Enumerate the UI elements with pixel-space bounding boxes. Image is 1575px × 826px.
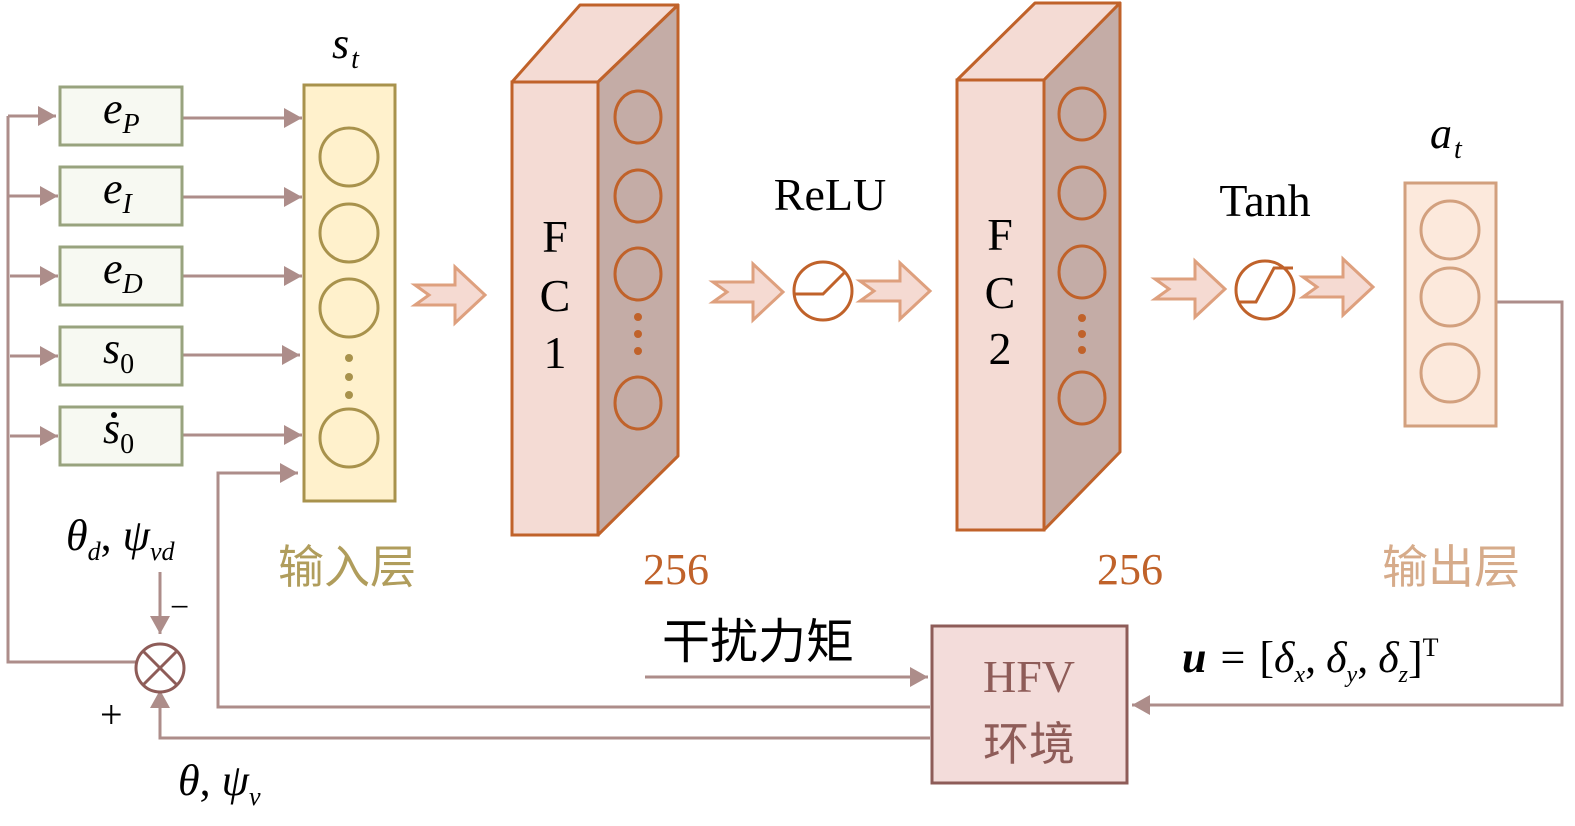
relu-to-fc2-arrow xyxy=(855,259,933,323)
fc1-layer xyxy=(510,3,680,537)
input-box-label: eD xyxy=(103,244,143,300)
input-to-fc1-arrow xyxy=(410,263,488,327)
fc1-label-1: 1 xyxy=(544,327,567,378)
left-bus-line xyxy=(6,116,140,664)
disturbance-label: 干扰力矩 xyxy=(662,614,854,670)
minus-sign: − xyxy=(170,589,189,626)
summing-junction xyxy=(134,642,186,694)
input-box-label: eP xyxy=(103,84,140,140)
input-box: s0 xyxy=(58,404,184,467)
env-actual-line xyxy=(150,690,930,740)
fc2-neuron xyxy=(1057,244,1107,300)
input-neuron xyxy=(318,407,380,469)
input-neuron xyxy=(318,126,380,188)
input-box: eI xyxy=(58,164,184,227)
fc2-to-tanh-arrow xyxy=(1150,257,1228,321)
ellipsis-dot xyxy=(634,313,642,321)
fc2-label-2: 2 xyxy=(989,323,1012,374)
input-neuron xyxy=(318,277,380,339)
ellipsis-dot xyxy=(1078,346,1086,354)
input-layer xyxy=(302,83,397,503)
ellipsis-dot xyxy=(634,330,642,338)
fc1-label-f: F xyxy=(542,211,568,262)
tanh-icon xyxy=(1234,259,1296,321)
output-layer xyxy=(1403,181,1498,428)
tanh-to-output-arrow xyxy=(1298,255,1376,319)
ellipsis-dot xyxy=(345,391,353,399)
derivative-dot xyxy=(111,412,117,418)
output-neuron xyxy=(1419,199,1481,261)
fc1-neuron xyxy=(613,375,663,431)
block-arrows xyxy=(410,255,1376,327)
fc2-neuron xyxy=(1057,370,1107,426)
state-label: st xyxy=(332,19,360,75)
ellipsis-dot xyxy=(634,347,642,355)
fc2-units: 256 xyxy=(1097,545,1163,594)
hfv-environment-block xyxy=(930,624,1129,785)
fc2-label-c: C xyxy=(985,267,1016,318)
ellipsis-dot xyxy=(1078,330,1086,338)
fc1-neuron xyxy=(613,168,663,224)
plus-sign: + xyxy=(100,692,123,737)
fc1-neuron xyxy=(613,89,663,145)
fc1-neuron xyxy=(613,246,663,302)
fc1-units: 256 xyxy=(643,545,709,594)
output-neuron xyxy=(1419,342,1481,404)
output-to-env-line xyxy=(1132,300,1564,715)
input-box-label: eI xyxy=(103,164,134,220)
input-box: eD xyxy=(58,244,184,307)
fc2-neuron xyxy=(1057,165,1107,221)
input-box-label: s0 xyxy=(103,324,134,380)
relu-icon xyxy=(792,260,854,322)
env-label: 环境 xyxy=(983,717,1075,771)
output-neuron xyxy=(1419,266,1481,328)
feedback-lines xyxy=(6,106,1564,740)
hfv-label: HFV xyxy=(983,651,1075,702)
desired-angle-label: θd, ψvd xyxy=(66,511,175,566)
relu-label: ReLU xyxy=(774,169,886,220)
fc2-layer xyxy=(955,1,1122,532)
input-layer-label: 输入层 xyxy=(278,540,416,594)
output-layer-label: 输出层 xyxy=(1382,540,1520,594)
input-box: eP xyxy=(58,84,184,147)
input-boxes: eP eI eD s0 s0 xyxy=(58,84,184,467)
fc2-label-f: F xyxy=(987,209,1013,260)
ellipsis-dot xyxy=(345,373,353,381)
input-neuron xyxy=(318,202,380,264)
fc1-label-c: C xyxy=(540,270,571,321)
fc2-neuron xyxy=(1057,86,1107,142)
env-state-line xyxy=(216,463,930,709)
input-box: s0 xyxy=(58,324,184,387)
actual-angle-label: θ, ψv xyxy=(178,756,261,811)
ellipsis-dot xyxy=(1078,314,1086,322)
fc1-to-relu-arrow xyxy=(708,260,786,324)
control-vector-label: u=[δx,δy,δz]T xyxy=(1182,633,1439,688)
ellipsis-dot xyxy=(345,354,353,362)
action-label: at xyxy=(1430,109,1463,165)
tanh-label: Tanh xyxy=(1219,175,1310,226)
